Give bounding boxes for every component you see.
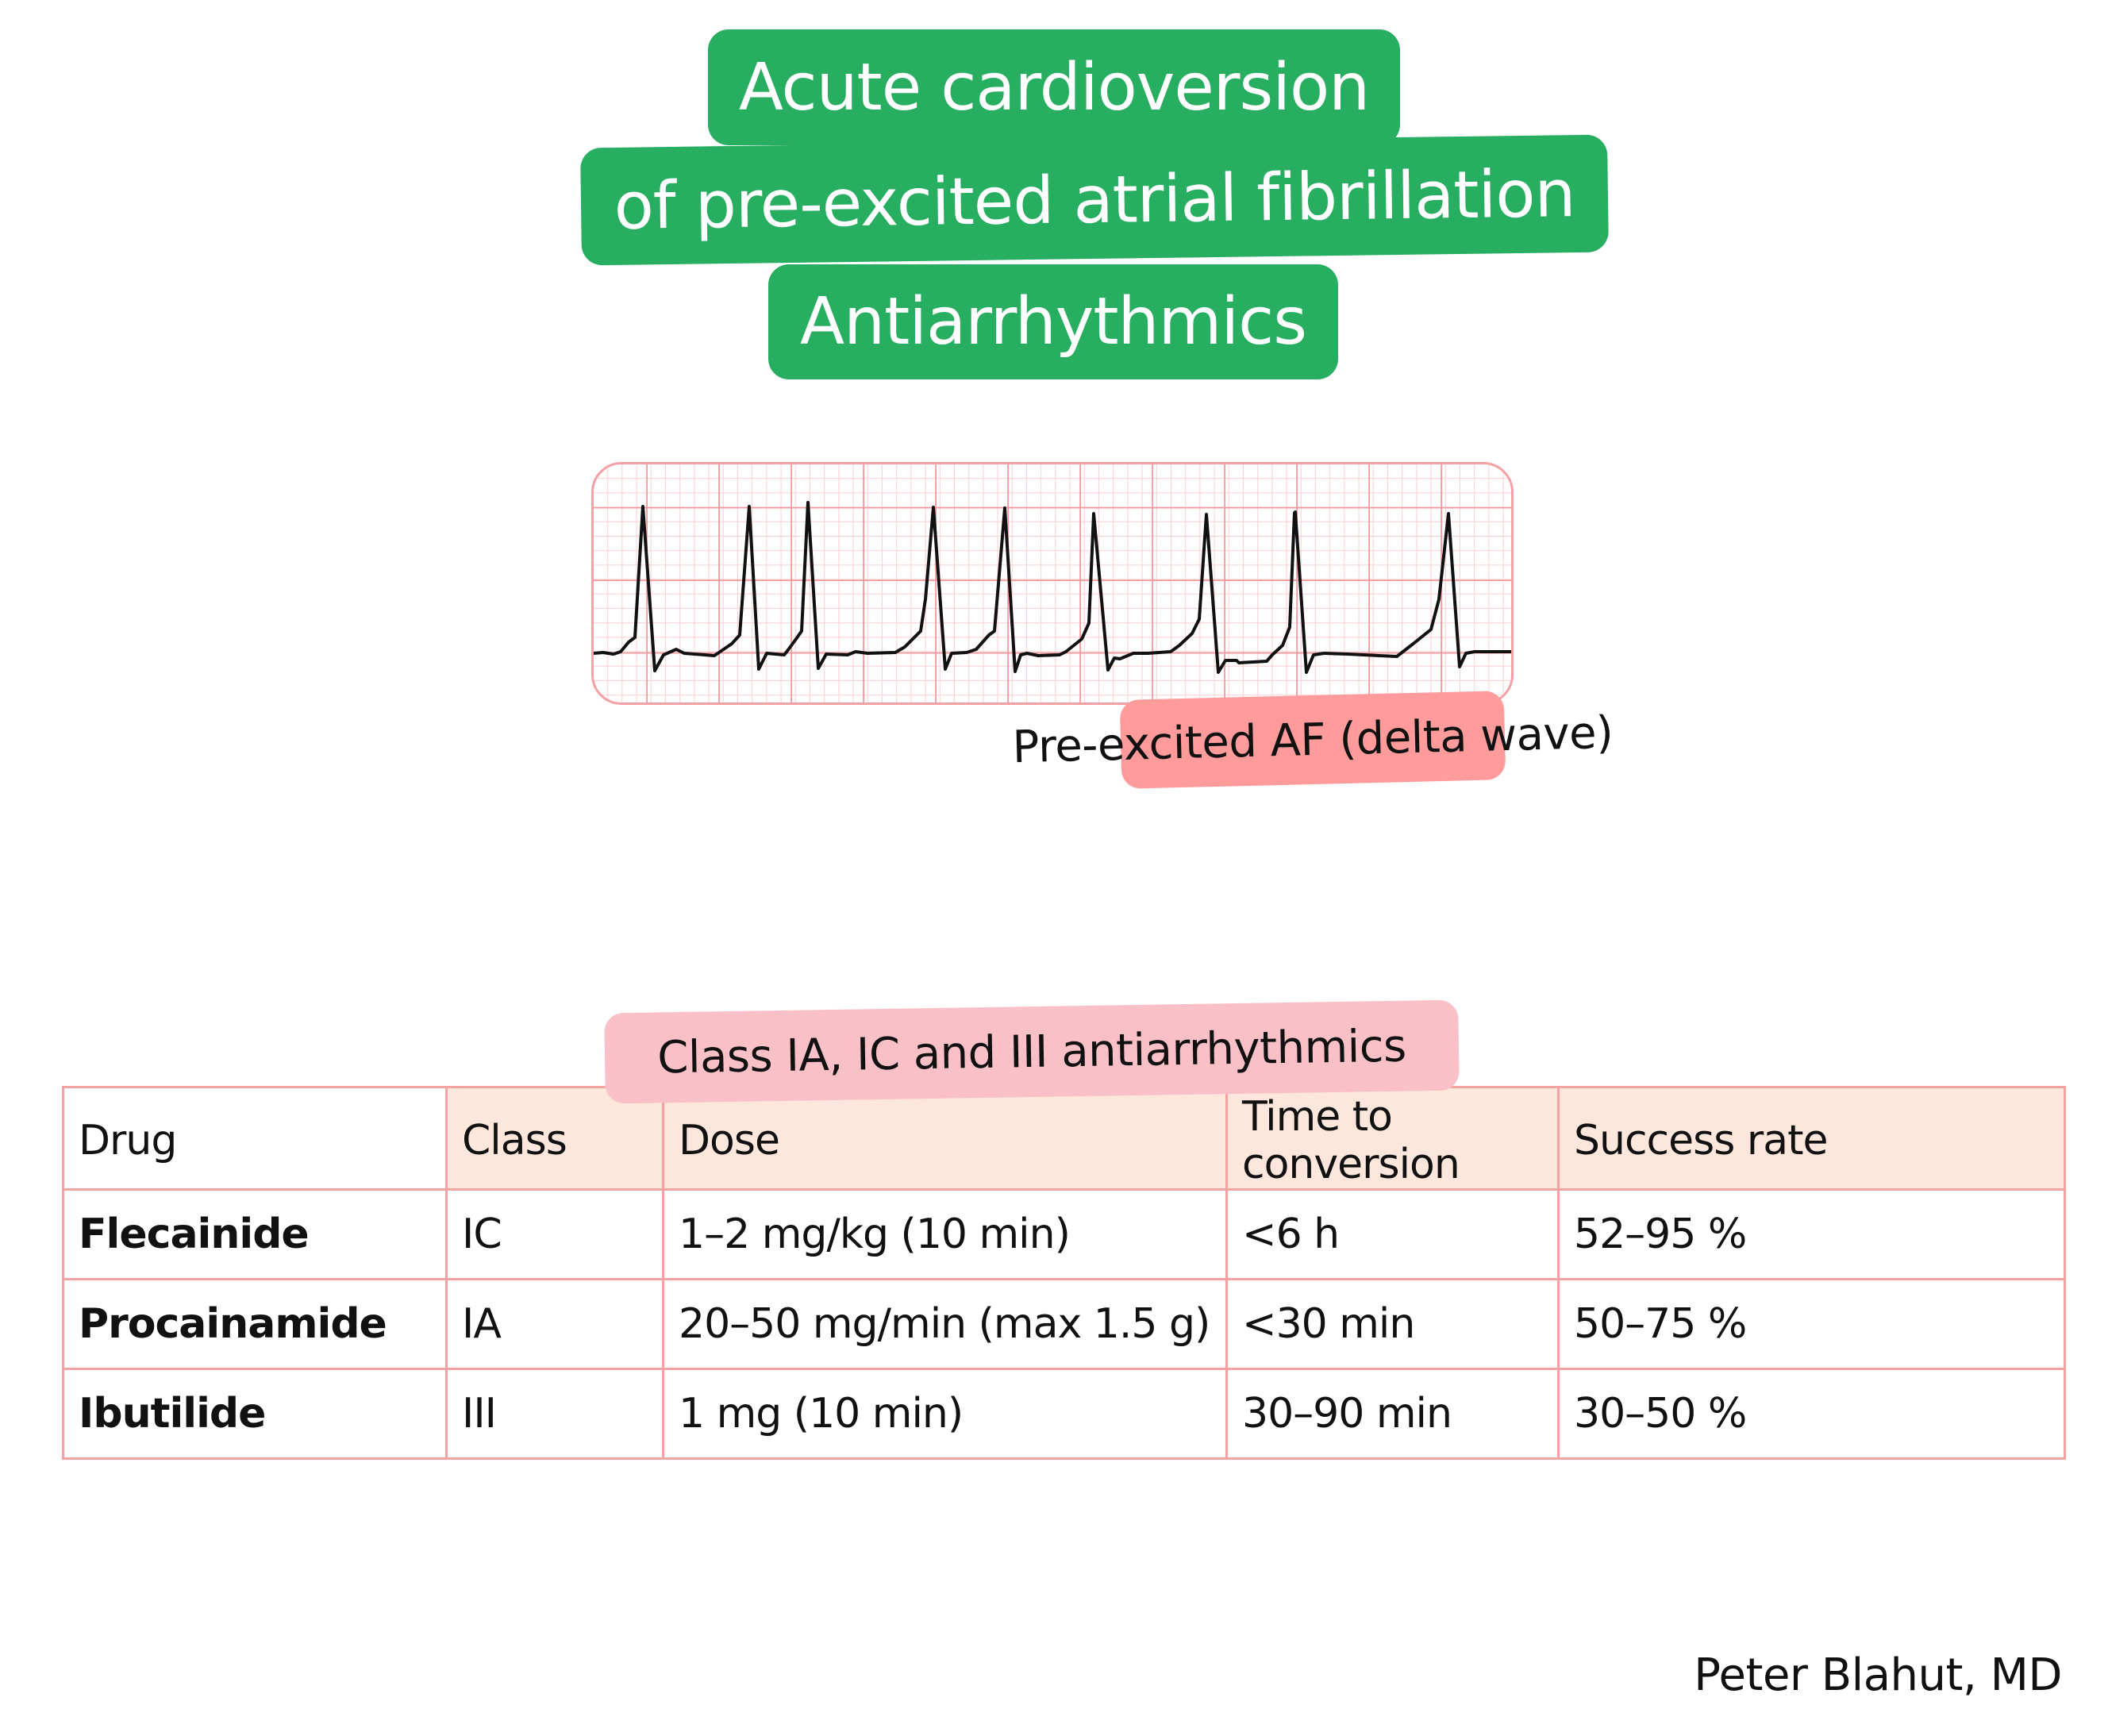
drug-time: <6 h (1225, 1188, 1560, 1280)
title-line-1: Acute cardioversion (708, 29, 1400, 145)
title-line-2: of pre-excited atrial fibrillation (580, 134, 1609, 266)
drug-class: IA (445, 1278, 664, 1370)
drug-dose: 1 mg (10 min) (662, 1368, 1228, 1460)
drug-success: 52–95 % (1557, 1188, 2066, 1280)
header-class: Class (445, 1086, 664, 1191)
drug-success: 50–75 % (1557, 1278, 2066, 1370)
drug-dose: 20–50 mg/min (max 1.5 g) (662, 1278, 1228, 1370)
drug-success: 30–50 % (1557, 1368, 2066, 1460)
drug-table: Drug Class Dose Time to conversion Succe… (62, 1086, 2066, 1460)
drug-name: Ibutilide (62, 1368, 448, 1460)
header-time: Time to conversion (1225, 1086, 1560, 1191)
table-header-row: Drug Class Dose Time to conversion Succe… (62, 1086, 2066, 1191)
author-signature: Peter Blahut, MD (1694, 1649, 2062, 1701)
table-row: Ibutilide III 1 mg (10 min) 30–90 min 30… (62, 1368, 2066, 1460)
drug-time: 30–90 min (1225, 1368, 1560, 1460)
drug-class: III (445, 1368, 664, 1460)
header-success: Success rate (1557, 1086, 2066, 1191)
drug-dose: 1–2 mg/kg (10 min) (662, 1188, 1228, 1280)
header-drug: Drug (62, 1086, 448, 1191)
drug-class: IC (445, 1188, 664, 1280)
table-row: Flecainide IC 1–2 mg/kg (10 min) <6 h 52… (62, 1188, 2066, 1280)
table-caption: Class IA, IC and III antiarrhythmics (604, 999, 1460, 1104)
drug-name: Flecainide (62, 1188, 448, 1280)
drug-name: Procainamide (62, 1278, 448, 1370)
ecg-strip (591, 462, 1514, 705)
header-dose: Dose (662, 1086, 1228, 1191)
ecg-label: Pre-excited AF (delta wave) (1012, 691, 1614, 789)
title-line-3: Antiarrhythmics (768, 264, 1338, 379)
table-row: Procainamide IA 20–50 mg/min (max 1.5 g)… (62, 1278, 2066, 1370)
ecg-trace-icon (594, 464, 1511, 702)
drug-time: <30 min (1225, 1278, 1560, 1370)
